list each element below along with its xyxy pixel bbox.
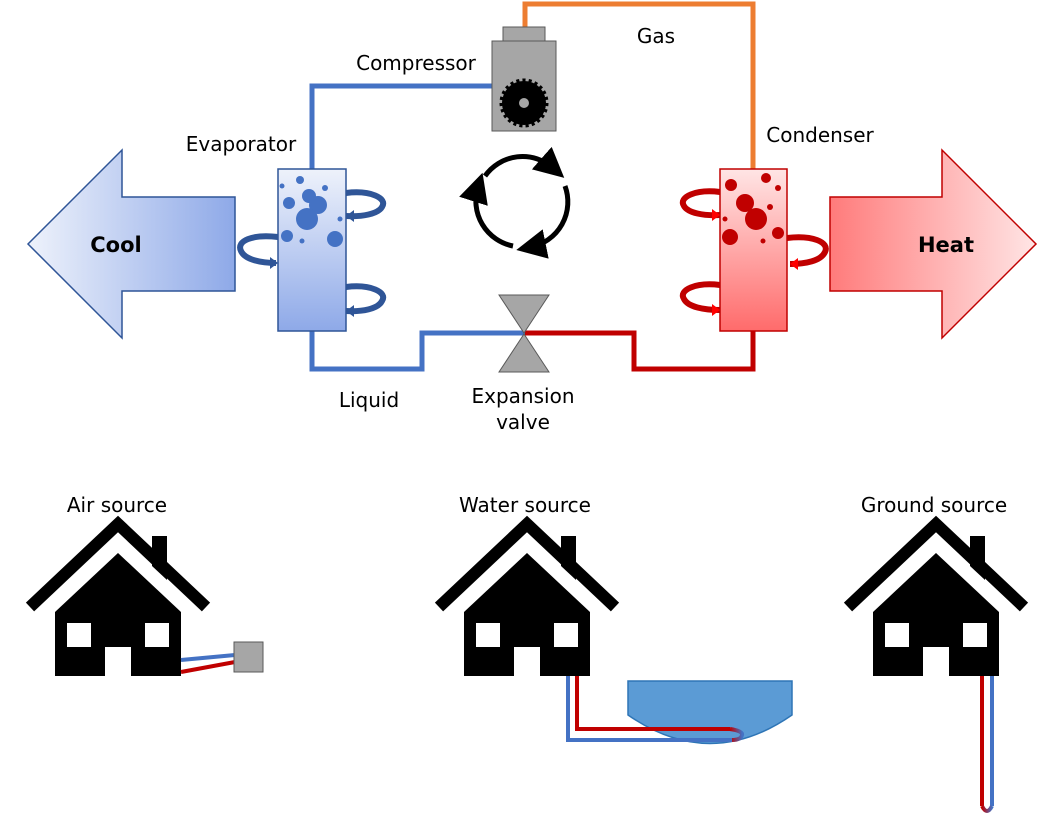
house-icon	[434, 515, 620, 676]
ground-source-label: Ground source	[861, 493, 1007, 517]
low-pressure-gas-pipe	[309, 83, 493, 170]
condenser	[679, 168, 829, 332]
evaporator-label: Evaporator	[186, 132, 297, 156]
air-source-pipes	[180, 653, 236, 674]
compressor	[491, 26, 557, 132]
water-source-panel: Water source	[434, 493, 793, 745]
expansion-valve-label-line2: valve	[496, 410, 550, 434]
cool-label: Cool	[90, 233, 141, 257]
compressor-label: Compressor	[356, 51, 477, 75]
evaporator-airflow-swirls	[237, 189, 387, 315]
high-pressure-gas-pipe	[522, 1, 756, 170]
condenser-airflow-swirls	[679, 188, 829, 313]
ground-source-panel: Ground source	[843, 493, 1029, 813]
expansion-valve-label-line1: Expansion	[472, 384, 575, 408]
liquid-label: Liquid	[339, 388, 399, 412]
heat-arrow	[829, 148, 1038, 340]
liquid-pipe-cold	[309, 330, 525, 372]
air-source-panel: Air source	[25, 493, 264, 676]
refrigerant-pipes	[309, 1, 756, 372]
gas-label: Gas	[637, 24, 675, 48]
liquid-pipe-hot	[525, 330, 756, 372]
house-icon	[843, 515, 1029, 676]
cool-arrow	[26, 148, 236, 340]
condenser-label: Condenser	[766, 123, 874, 147]
evaporator	[237, 168, 387, 332]
cycle-arrows-icon	[459, 146, 571, 259]
gear-icon	[499, 78, 549, 128]
outdoor-unit	[233, 641, 264, 673]
heat-label: Heat	[918, 233, 974, 257]
expansion-valve	[498, 294, 550, 373]
air-source-label: Air source	[67, 493, 167, 517]
water-source-pipes	[566, 676, 745, 742]
water-pond	[627, 680, 793, 745]
ground-loop-pipes	[980, 676, 994, 813]
house-icon	[25, 515, 211, 676]
water-source-label: Water source	[459, 493, 591, 517]
